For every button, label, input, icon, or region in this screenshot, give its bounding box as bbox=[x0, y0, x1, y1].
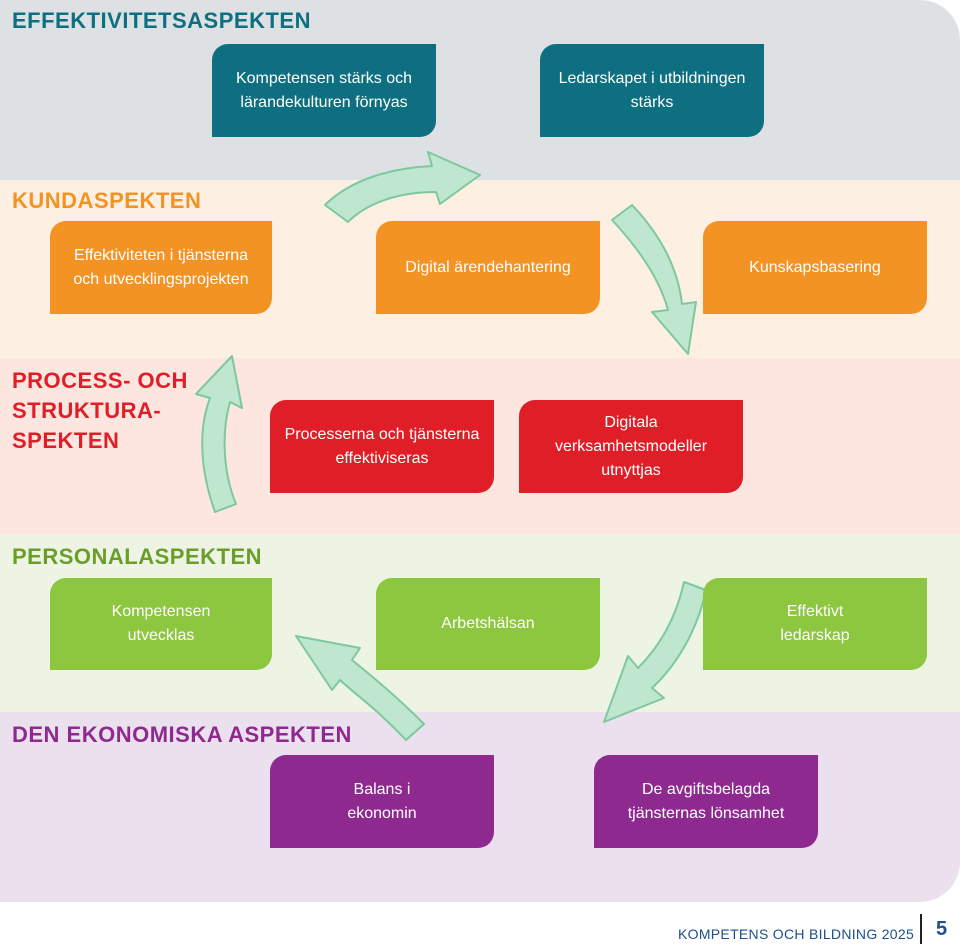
arrow-up-left-icon bbox=[195, 355, 243, 513]
section-title-process: PROCESS- OCH STRUKTURA- SPEKTEN bbox=[12, 366, 188, 456]
section-title-process-line-1: PROCESS- OCH bbox=[12, 368, 188, 393]
arrow-up-right-icon bbox=[324, 151, 481, 223]
band-effektivitet bbox=[0, 0, 960, 180]
box-arbetshalsan: Arbetshälsan bbox=[376, 578, 600, 670]
box-effektivt-ledarskap: Effektivt ledarskap bbox=[703, 578, 927, 670]
box-ledarskapet: Ledarskapet i utbildningen stärks bbox=[540, 44, 764, 137]
page-number: 5 bbox=[936, 918, 948, 940]
section-title-effektivitet: EFFEKTIVITETSASPEKTEN bbox=[12, 8, 311, 33]
box-effektiviteten: Effektiviteten i tjänsterna och utveckli… bbox=[50, 221, 272, 314]
box-kompetensen-starks: Kompetensen stärks och lärandekulturen f… bbox=[212, 44, 436, 137]
section-title-process-line-3: SPEKTEN bbox=[12, 428, 120, 453]
box-kompetensen-utvecklas: Kompetensen utvecklas bbox=[50, 578, 272, 670]
section-title-ekonomi: DEN EKONOMISKA ASPEKTEN bbox=[12, 722, 352, 747]
box-avgiftsbelagda-tjanster: De avgiftsbelagda tjänsternas lönsamhet bbox=[594, 755, 818, 848]
box-digitala-verksamhetsmodeller: Digitala verksamhetsmodeller utnyttjas bbox=[519, 400, 743, 493]
arrow-up-left-lower-icon bbox=[295, 635, 425, 741]
box-digital-arendehantering: Digital ärendehantering bbox=[376, 221, 600, 314]
box-processerna: Processerna och tjänsterna effektivisera… bbox=[270, 400, 494, 493]
section-title-personal: PERSONALASPEKTEN bbox=[12, 544, 263, 569]
footer-divider bbox=[920, 914, 922, 944]
arrow-down-left-icon bbox=[603, 581, 707, 723]
box-balans-ekonomin: Balans i ekonomin bbox=[270, 755, 494, 848]
footer-publication-title: KOMPETENS OCH BILDNING 2025 bbox=[678, 926, 915, 942]
section-title-process-line-2: STRUKTURA- bbox=[12, 398, 162, 423]
box-kunskapsbasering: Kunskapsbasering bbox=[703, 221, 927, 314]
section-title-kund: KUNDASPEKTEN bbox=[12, 188, 202, 213]
arrow-down-right-icon bbox=[611, 204, 697, 355]
